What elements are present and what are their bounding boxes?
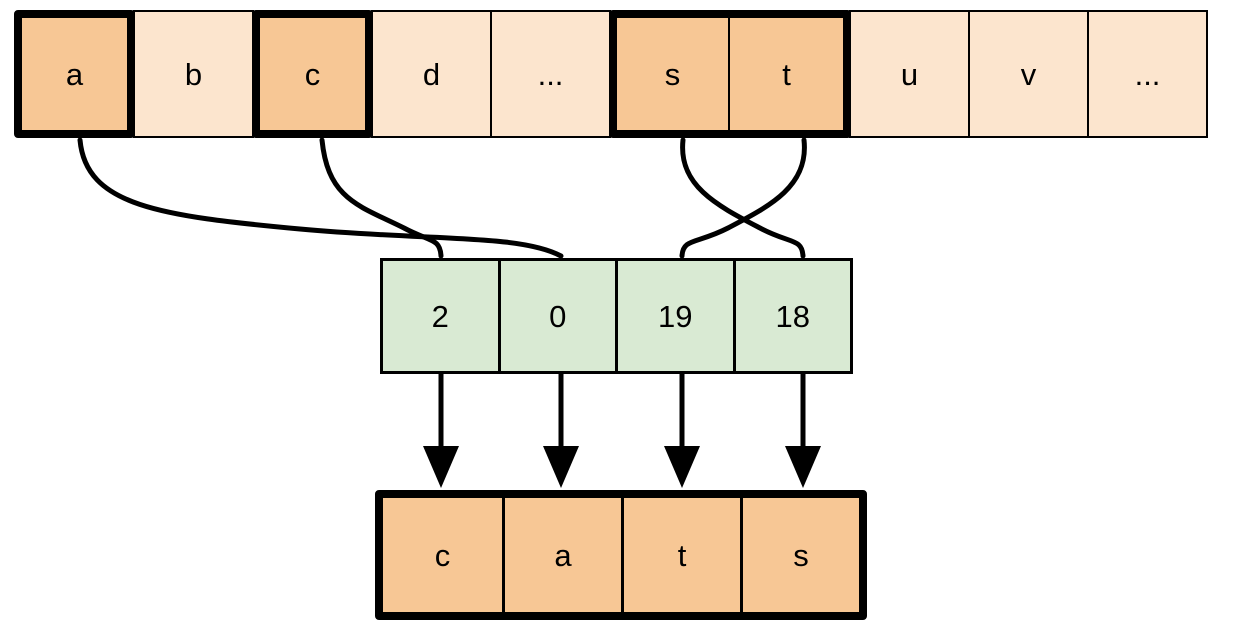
alphabet-cell-label: c [304,56,321,92]
result-cell-1[interactable]: a [502,498,621,612]
alphabet-cell-v[interactable]: v [968,10,1089,138]
index-cell-0[interactable]: 2 [380,258,501,374]
alphabet-cell-a[interactable]: a [14,10,135,138]
alphabet-cell-label: s [664,56,681,92]
alphabet-row: a b c d ... s t u v ... [14,10,1224,138]
alphabet-cell-b[interactable]: b [133,10,254,138]
index-row: 2 0 19 18 [380,258,862,374]
alphabet-cell-t[interactable]: t [730,10,851,138]
result-cell-3[interactable]: s [740,498,859,612]
result-cell-2[interactable]: t [621,498,740,612]
result-cell-label: a [554,537,572,573]
alphabet-cell-label: d [422,56,441,92]
index-cell-value: 18 [775,298,810,334]
alphabet-cell-d[interactable]: d [371,10,492,138]
alphabet-cell-ellipsis-1[interactable]: ... [490,10,611,138]
alphabet-cell-label: b [184,56,203,92]
alphabet-cell-u[interactable]: u [849,10,970,138]
alphabet-cell-ellipsis-2[interactable]: ... [1087,10,1208,138]
curve-a-to-index-0 [77,137,564,259]
alphabet-cell-label: ... [1134,56,1161,92]
index-cell-3[interactable]: 18 [732,258,853,374]
index-cell-2[interactable]: 19 [615,258,736,374]
index-cell-value: 19 [658,298,693,334]
alphabet-cell-label: v [1020,56,1037,92]
index-cell-value: 2 [431,298,449,334]
result-cell-0[interactable]: c [383,498,502,612]
alphabet-cell-c[interactable]: c [252,10,373,138]
alphabet-cell-label: ... [537,56,564,92]
index-cell-value: 0 [549,298,567,334]
alphabet-cell-s[interactable]: s [609,10,730,138]
alphabet-cell-label: t [782,56,791,92]
curve-t-to-index-19 [679,137,807,259]
curve-c-to-index-2 [319,137,444,259]
curve-s-to-index-18 [680,137,806,259]
alphabet-cell-label: a [65,56,84,92]
result-row: c a t s [375,490,867,620]
result-cell-label: c [434,537,451,573]
result-cell-label: t [677,537,687,573]
index-cell-1[interactable]: 0 [497,258,618,374]
result-cell-label: s [793,537,809,573]
alphabet-cell-label: u [900,56,919,92]
